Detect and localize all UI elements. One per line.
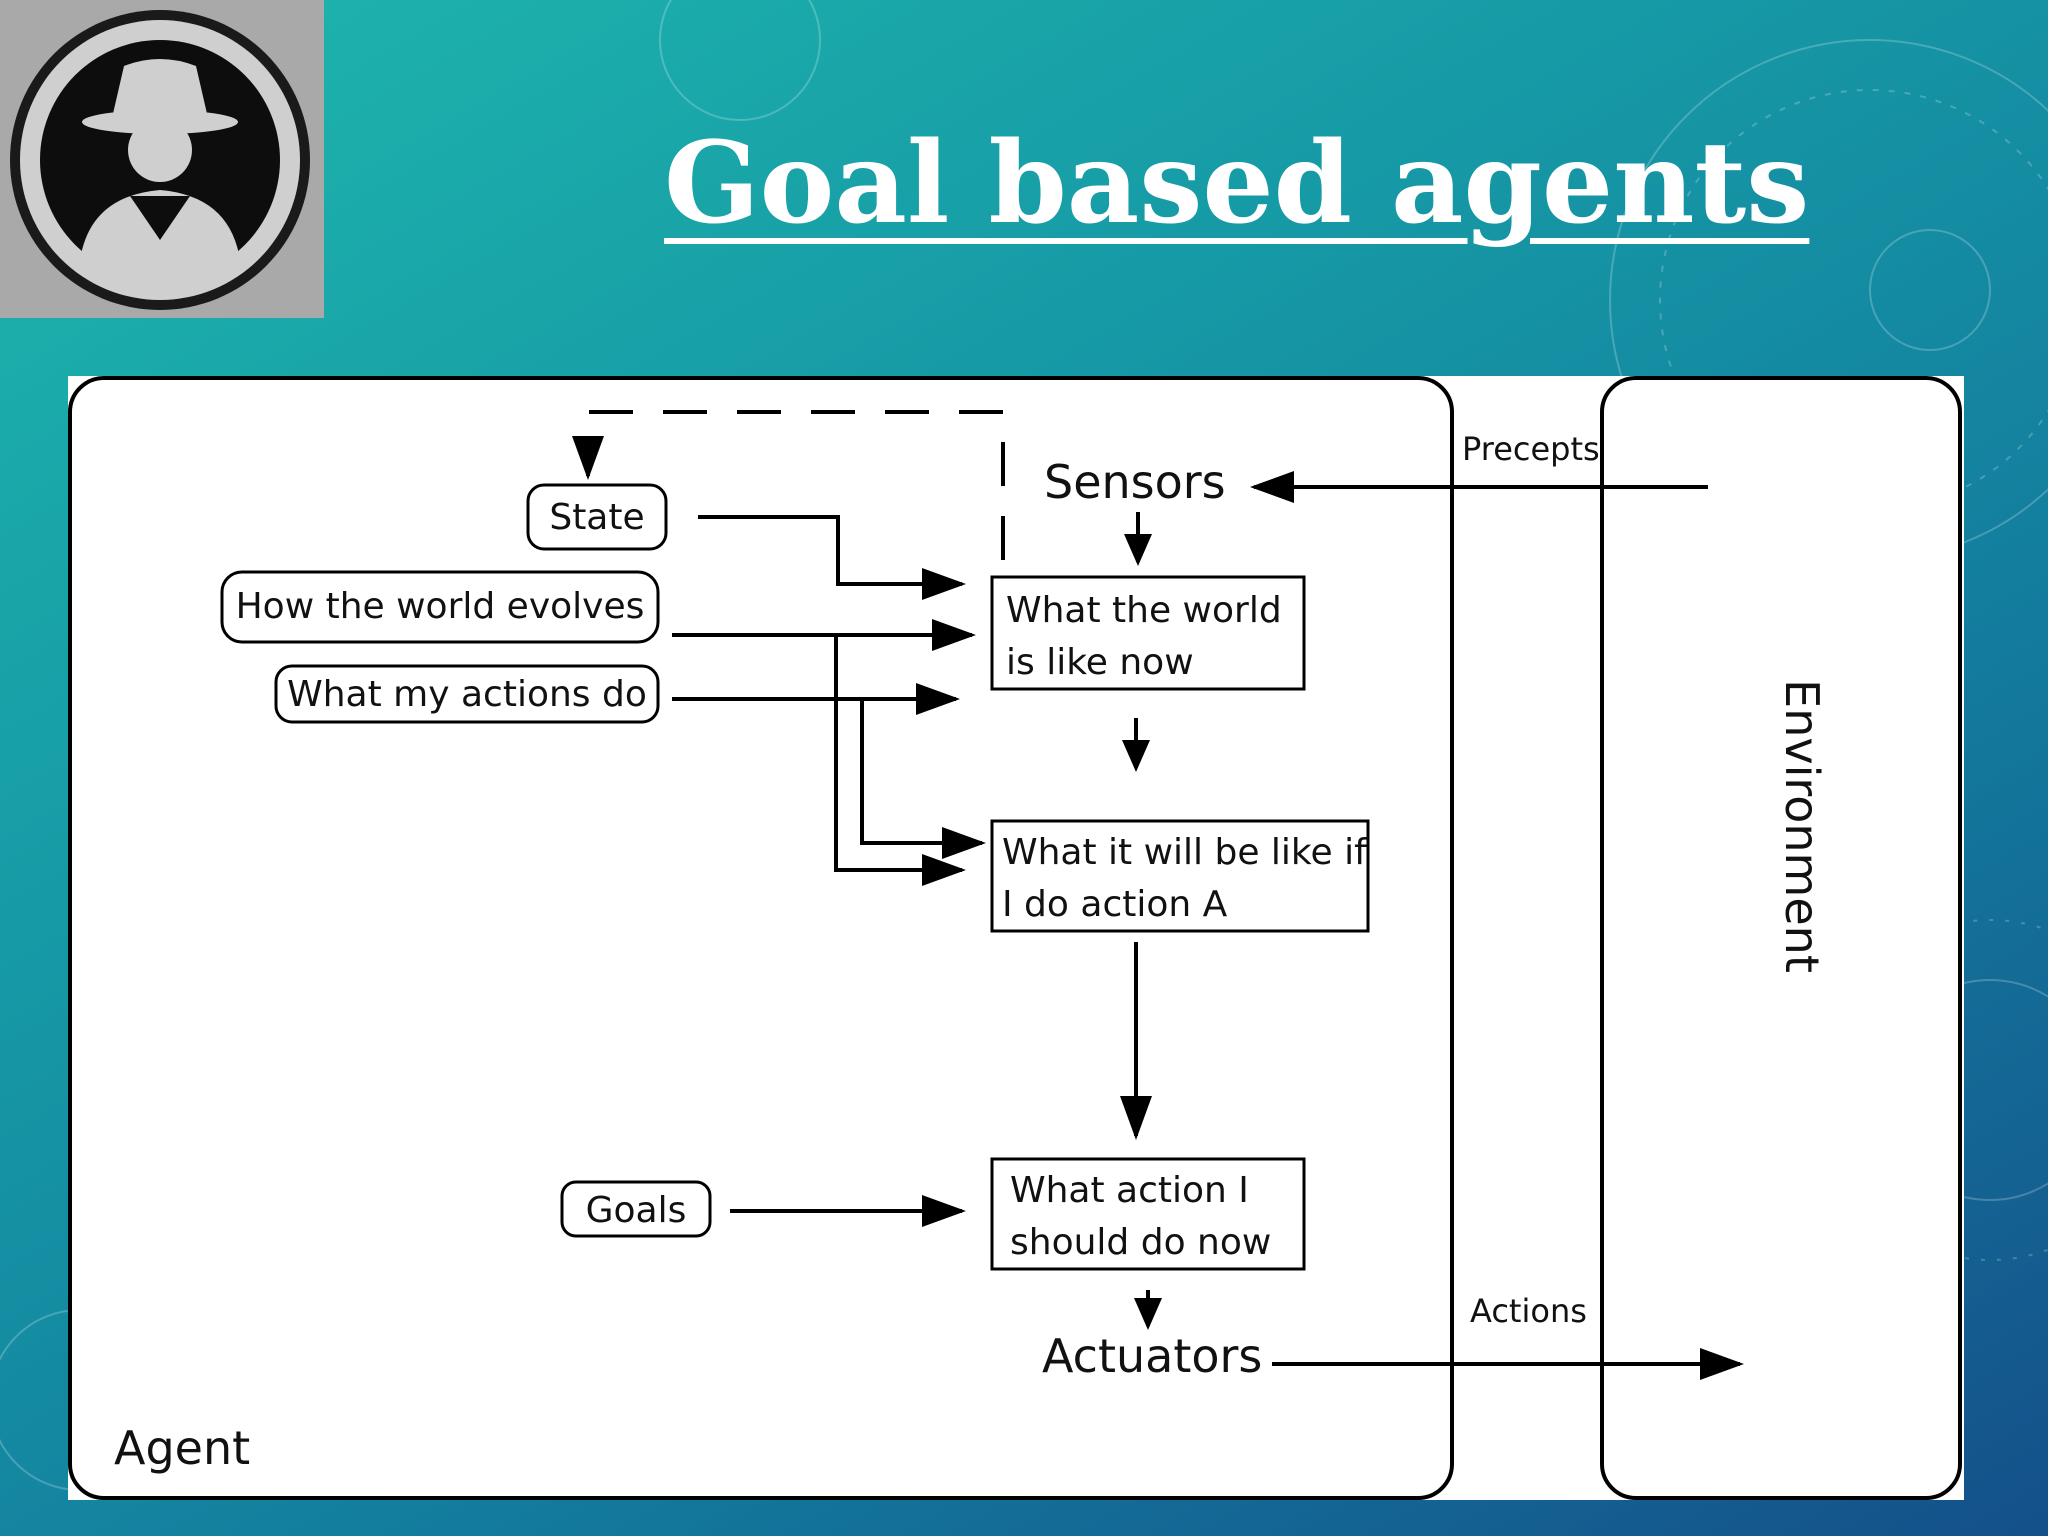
goal-based-agent-diagram: State How the world evolves What my acti… [68,376,1962,1500]
state-label: State [549,497,644,538]
precepts-label: Precepts [1462,430,1600,468]
goals-box: Goals [560,1180,712,1238]
action-a-line-1: What it will be like if [1002,832,1368,873]
world-now-line-1: What the world [1006,590,1282,631]
agent-frame [68,376,1454,1500]
what-my-actions-do-label: What my actions do [287,674,647,715]
action-now-line-1: What action I [1010,1170,1249,1211]
sensors-label: Sensors [1044,455,1226,509]
action-a-box: What it will be like if I do action A [990,819,1370,933]
spy-logo [0,0,324,318]
state-box: State [526,483,668,551]
action-now-line-2: should do now [1010,1222,1271,1263]
state-to-world-now-arrow [698,515,966,600]
slide-title: Goal based agents [664,118,1810,249]
what-my-actions-do-box: What my actions do [274,664,660,724]
state-feedback-dashed-arrow [572,410,1005,560]
action-now-box: What action I should do now [990,1157,1306,1271]
diagram-panel: State How the world evolves What my acti… [68,376,1964,1500]
action-a-line-2: I do action A [1002,884,1228,925]
actuators-label: Actuators [1042,1329,1262,1383]
environment-label: Environment [1775,679,1829,973]
environment-frame [1600,376,1962,1500]
hat-spy-icon [10,10,310,310]
goals-label: Goals [586,1190,687,1231]
how-world-evolves-box: How the world evolves [220,570,660,644]
world-evolves-to-action-a-arrow [834,635,966,886]
world-now-line-2: is like now [1006,642,1194,683]
actions-label: Actions [1470,1292,1587,1330]
world-now-box: What the world is like now [990,575,1306,691]
actions-do-to-action-a-arrow [860,699,986,859]
how-world-evolves-label: How the world evolves [236,586,645,627]
agent-label: Agent [114,1421,250,1475]
